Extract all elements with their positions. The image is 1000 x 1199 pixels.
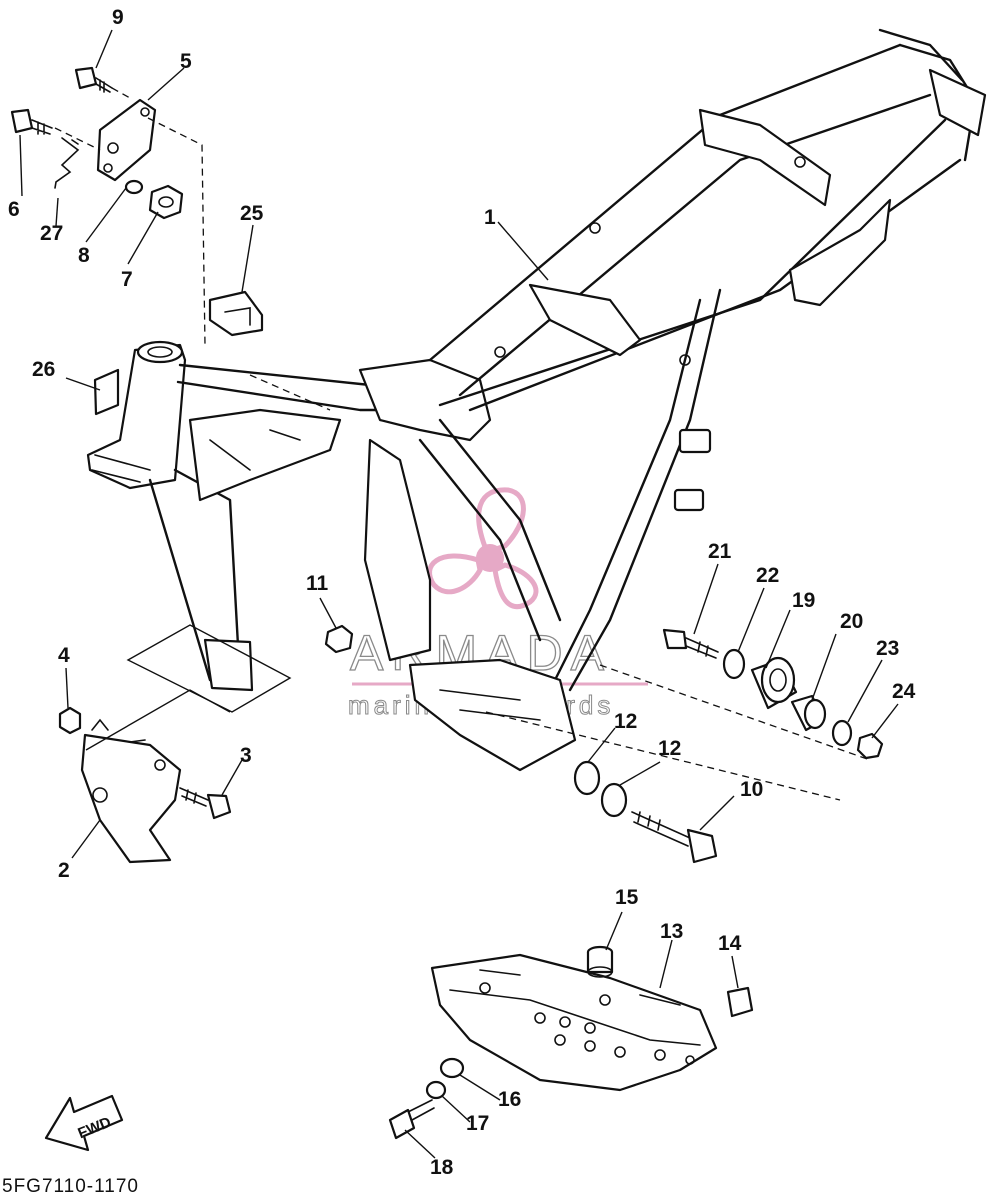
callout-22: 22 <box>756 564 779 587</box>
callout-1: 1 <box>484 206 496 229</box>
skid-plate-13 <box>430 953 718 1092</box>
washer-8 <box>124 179 144 195</box>
washer-16 <box>439 1057 465 1079</box>
bush-20 <box>790 694 827 732</box>
washer-23 <box>831 719 853 747</box>
assembly-lines <box>54 87 871 801</box>
callout-21: 21 <box>708 540 732 563</box>
bolt-9 <box>74 66 113 93</box>
bracket-plate <box>96 98 157 182</box>
collar-19 <box>750 656 798 710</box>
washer-12a <box>573 760 601 796</box>
fwd-arrow-icon <box>44 1094 124 1152</box>
callout-13: 13 <box>660 920 683 943</box>
callout-14: 14 <box>718 932 742 955</box>
callout-20: 20 <box>840 610 863 633</box>
clip-27 <box>54 137 80 189</box>
diagram-code: 5FG7110-1170 <box>2 1176 139 1197</box>
callout-24: 24 <box>892 680 916 703</box>
bolt-3 <box>179 787 232 820</box>
watermark-propeller-logo <box>427 487 539 610</box>
callout-3: 3 <box>240 744 252 767</box>
callout-19: 19 <box>792 589 815 612</box>
callout-7: 7 <box>121 268 133 291</box>
callout-26: 26 <box>32 358 55 381</box>
callout-numbers: 1 2 3 4 5 6 7 8 9 10 11 12 12 13 14 15 1… <box>8 6 916 1179</box>
callout-8: 8 <box>78 244 90 267</box>
callout-12b: 12 <box>658 737 681 760</box>
callout-2: 2 <box>58 859 70 882</box>
callout-5: 5 <box>180 50 192 73</box>
nut-24 <box>856 732 884 760</box>
callout-18: 18 <box>430 1156 454 1179</box>
nut-4 <box>58 706 82 735</box>
callout-25: 25 <box>240 202 264 225</box>
callout-16: 16 <box>498 1088 521 1111</box>
bolt-18 <box>388 1099 435 1140</box>
callout-12a: 12 <box>614 710 637 733</box>
fwd-arrow: FWD <box>44 1094 124 1152</box>
callout-27: 27 <box>40 222 63 245</box>
callout-6: 6 <box>8 198 20 221</box>
washer-17 <box>425 1080 447 1100</box>
damper-15 <box>586 945 614 978</box>
clip-14 <box>726 986 754 1018</box>
callout-4: 4 <box>58 644 70 667</box>
engine-bracket-2 <box>80 718 182 864</box>
cap-25 <box>208 290 264 337</box>
callout-10: 10 <box>740 778 763 801</box>
bolt-21 <box>662 628 719 659</box>
washer-12b <box>600 782 628 818</box>
callout-9: 9 <box>112 6 124 29</box>
main-frame <box>86 28 987 772</box>
washer-22 <box>722 648 746 680</box>
callout-11: 11 <box>306 572 329 595</box>
callout-17: 17 <box>466 1112 489 1135</box>
nut-7 <box>148 184 184 220</box>
leader-lines <box>19 29 899 1159</box>
callout-23: 23 <box>876 637 899 660</box>
nut-11 <box>324 624 354 654</box>
bolt-6 <box>10 108 53 135</box>
bolt-10 <box>631 811 718 864</box>
plate-26 <box>93 368 120 416</box>
callout-15: 15 <box>615 886 639 909</box>
